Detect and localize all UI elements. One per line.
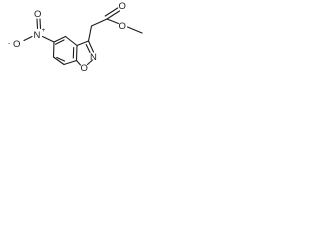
- bond-c7a-c3a: [64, 35, 78, 47]
- bond-c3a-c3: [76, 40, 90, 47]
- bond-c3-n2-inner: [85, 43, 91, 54]
- bond-carbonyl-ester-o: [106, 18, 120, 25]
- atom-nitro-o-minus: O: [13, 39, 20, 50]
- bond-c3-ch2: [87, 25, 93, 42]
- atom-ester-o: O: [119, 21, 126, 32]
- atom-labels: O - N + O N O O O: [8, 1, 126, 74]
- bond-nitro-n-o-minus: [23, 35, 33, 42]
- bond-ch2-carbonyl: [90, 18, 108, 27]
- bond-c7-c7a: [75, 44, 78, 62]
- bond-nitro-n-o-double: [36, 18, 39, 30]
- atom-carbonyl-o: O: [119, 1, 126, 12]
- bond-c3a-c4-inner: [54, 39, 65, 45]
- molecule-structure-diagram: O - N + O N O O O: [8, 1, 143, 74]
- atom-ring-n: N: [90, 52, 97, 63]
- atom-ring-o: O: [81, 63, 88, 74]
- bond-carbonyl-o-double: [106, 10, 121, 20]
- bond-c6-c7: [63, 59, 78, 66]
- bond-ester-o-methyl: [126, 26, 143, 34]
- bond-c5-c6-inner: [56, 56, 66, 62]
- atom-nitro-o-minus-charge: -: [8, 40, 10, 47]
- bond-c3-n2: [87, 40, 95, 53]
- bond-nitro-n-o-double-2: [39, 18, 42, 30]
- bonds: [23, 7, 143, 66]
- bond-c3a-c4: [53, 35, 67, 43]
- bond-c5-nitro-n: [41, 35, 55, 43]
- bond-c4-c5: [52, 41, 55, 58]
- atom-nitro-o-double: O: [34, 9, 41, 20]
- bond-n2-o1: [86, 59, 94, 66]
- atom-nitro-n: N: [34, 30, 41, 41]
- bond-o1-c7a: [75, 59, 82, 66]
- bond-carbonyl-o-double-2: [104, 7, 119, 17]
- bond-c5-c6: [52, 56, 65, 66]
- atom-nitro-n-charge: +: [42, 27, 46, 34]
